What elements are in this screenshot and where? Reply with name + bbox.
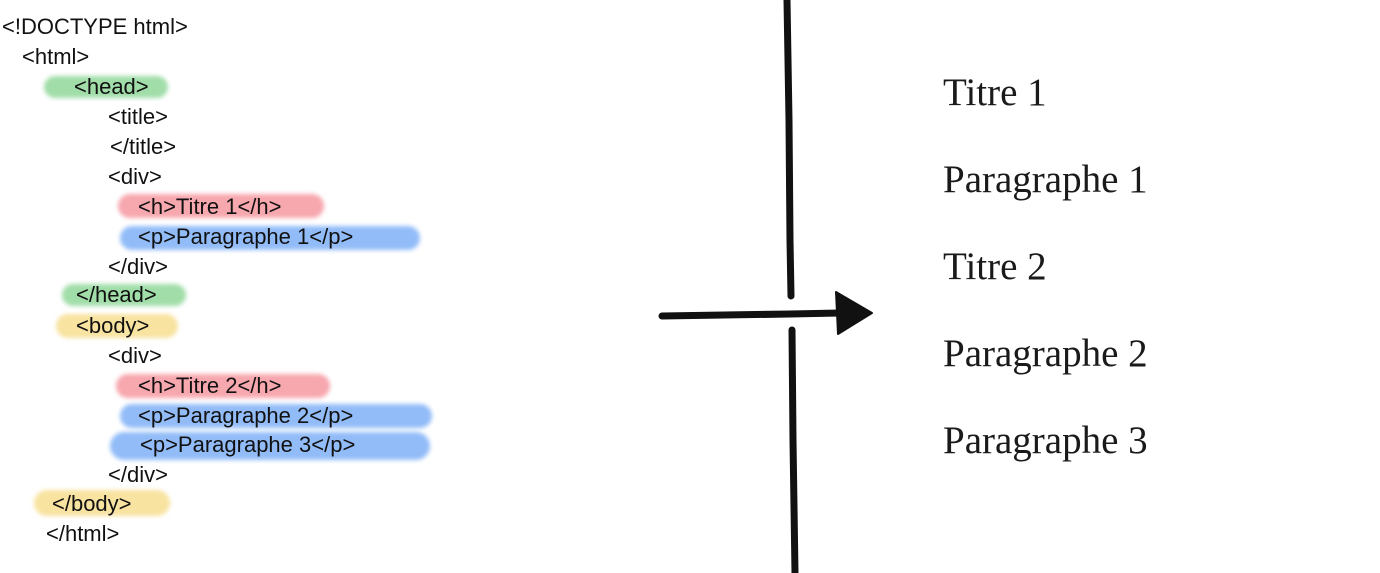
head-close-highlight: [62, 284, 186, 306]
p3-highlight: [110, 432, 430, 460]
code-line-body-open: <body>: [76, 313, 150, 338]
p2-highlight: [120, 404, 432, 428]
code-line-doctype: <!DOCTYPE html>: [2, 14, 188, 39]
code-line-p2: <p>Paragraphe 2</p>: [138, 403, 354, 428]
code-line-title-close: </title>: [110, 134, 177, 159]
h2-highlight: [116, 374, 330, 398]
code-line-div2-close: </div>: [108, 462, 168, 487]
code-line-html-open: <html>: [22, 44, 90, 69]
head-open-highlight: [44, 76, 168, 98]
code-line-html-close: </html>: [46, 521, 120, 546]
body-close-highlight: [34, 490, 170, 516]
render-paragraph-3: Paragraphe 3: [943, 419, 1148, 462]
render-paragraph-1: Paragraphe 1: [943, 158, 1148, 201]
render-paragraph-2: Paragraphe 2: [943, 332, 1148, 375]
vertical-divider-line-lower: [788, 326, 799, 573]
code-line-h1: <h>Titre 1</h>: [138, 194, 282, 219]
arrow-head-icon: [835, 291, 873, 335]
arrow-shaft: [658, 309, 844, 320]
code-line-title-open: <title>: [108, 104, 168, 129]
p1-highlight: [120, 226, 420, 250]
h1-highlight: [118, 194, 324, 218]
render-title-2: Titre 2: [943, 245, 1047, 288]
code-line-body-close: </body>: [52, 491, 132, 516]
vertical-divider-line: [783, 0, 795, 300]
render-title-1: Titre 1: [943, 71, 1047, 114]
code-line-head-close: </head>: [76, 282, 157, 307]
code-line-div2-open: <div>: [108, 343, 162, 368]
body-open-highlight: [56, 314, 178, 338]
code-line-div-close: </div>: [108, 254, 168, 279]
code-line-div-open: <div>: [108, 164, 162, 189]
code-line-h2: <h>Titre 2</h>: [138, 373, 282, 398]
code-line-p1: <p>Paragraphe 1</p>: [138, 224, 354, 249]
code-line-head-open: <head>: [74, 74, 149, 99]
code-line-p3: <p>Paragraphe 3</p>: [140, 432, 356, 457]
